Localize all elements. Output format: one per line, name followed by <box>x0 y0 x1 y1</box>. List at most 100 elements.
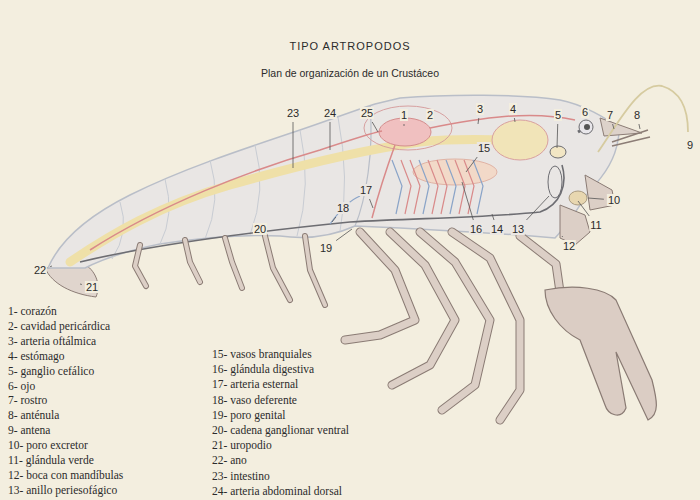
diagram-subtitle: Plan de organización de un Crustáceo <box>261 67 439 79</box>
callout-number: 12 <box>562 240 576 252</box>
drawing-part <box>90 131 382 250</box>
gill-filament <box>473 160 483 214</box>
key-entry: 21- uropodio <box>212 439 272 452</box>
callout-number: 4 <box>509 103 517 115</box>
leader-line <box>372 122 378 132</box>
leader-line <box>526 196 549 220</box>
key-entry: 19- poro genital <box>212 409 285 422</box>
leader-line <box>80 284 82 285</box>
drawing-part <box>364 106 452 150</box>
leader-line <box>588 198 604 199</box>
drawing-part <box>205 160 215 239</box>
leader-line <box>466 157 477 172</box>
leader-line <box>478 118 480 124</box>
leg-outline <box>520 236 560 292</box>
callout-number: 20 <box>253 223 267 235</box>
leg-outline <box>452 232 520 420</box>
leg <box>225 238 242 288</box>
key-entry: 4- estómago <box>8 350 65 363</box>
drawing-part <box>80 165 564 262</box>
callout-number: 5 <box>554 109 562 121</box>
key-entry: 16- glándula digestiva <box>212 363 314 376</box>
leader-line <box>404 124 405 126</box>
leg <box>520 236 560 292</box>
key-entry: 18- vaso deferente <box>212 394 297 407</box>
leader-line <box>578 201 589 216</box>
key-entry: 23- intestino <box>212 470 270 483</box>
body-outline <box>45 95 620 297</box>
diagram-title: TIPO ARTROPODOS <box>289 40 410 52</box>
drawing-part <box>355 106 371 226</box>
callout-number: 1 <box>400 109 408 121</box>
leg-outline <box>420 232 490 410</box>
leader-line <box>613 124 614 129</box>
leg-outline <box>225 238 242 288</box>
leg <box>452 232 520 420</box>
drawing-part <box>584 124 590 130</box>
leg <box>265 236 290 300</box>
leader-line <box>50 266 52 268</box>
drawing-part <box>379 118 431 146</box>
key-entry: 5- ganglio cefálico <box>8 365 94 378</box>
callout-number: 15 <box>477 142 491 154</box>
gill-filament <box>410 160 420 214</box>
key-entry: 24- arteria abdominal dorsal <box>212 485 342 498</box>
callout-number: 13 <box>511 223 525 235</box>
callout-number: 9 <box>686 139 694 151</box>
drawing-part <box>569 191 587 205</box>
leg <box>420 232 490 410</box>
legs <box>135 232 560 420</box>
key-entry: 1- corazón <box>8 305 57 318</box>
leader-line <box>293 122 294 168</box>
drawing-part <box>598 86 688 152</box>
callout-number: 21 <box>85 281 99 293</box>
key-entry: 12- boca con mandíbulas <box>8 469 123 482</box>
callout-number: 22 <box>33 264 47 276</box>
internal-organs <box>70 106 587 262</box>
gill-filament <box>419 160 429 214</box>
callout-number: 11 <box>589 219 602 231</box>
callout-number: 18 <box>336 202 350 214</box>
gill-filament <box>428 160 438 214</box>
leader-lines <box>50 118 640 284</box>
key-entry: 13- anillo periesofágico <box>8 484 117 497</box>
key-entry: 3- arteria oftálmica <box>8 335 96 348</box>
key-entry: 2- cavidad pericárdica <box>8 320 110 333</box>
key-entry: 20- cadena ganglionar ventral <box>212 424 349 437</box>
drawing-part <box>330 196 360 224</box>
key-entry: 22- ano <box>212 454 247 467</box>
leg-outline <box>185 240 200 282</box>
callout-number: 24 <box>323 107 337 119</box>
leader-line <box>639 124 640 129</box>
callout-number: 6 <box>581 106 589 118</box>
leader-line <box>557 124 559 148</box>
drawing-part <box>548 166 562 198</box>
callout-number: 10 <box>607 194 621 206</box>
leader-line <box>492 214 494 220</box>
callout-number: 17 <box>359 184 373 196</box>
gill-filament <box>446 160 456 214</box>
key-entry: 10- poro excretor <box>8 439 88 452</box>
key-entry: 17- arteria esternal <box>212 378 298 391</box>
callout-number: 2 <box>426 109 434 121</box>
leader-line <box>562 236 564 237</box>
callout-number: 25 <box>360 107 374 119</box>
drawing-part <box>250 145 260 235</box>
callout-number: 7 <box>606 109 614 121</box>
key-entry: 7- rostro <box>8 394 47 407</box>
key-entry: 8- anténula <box>8 409 59 422</box>
gill-filament <box>401 160 411 214</box>
drawing-part <box>492 120 548 160</box>
leader-line <box>462 182 473 220</box>
drawing-part <box>413 159 497 185</box>
key-entry: 9- antena <box>8 424 50 437</box>
callout-number: 16 <box>469 223 483 235</box>
gill-filament <box>392 160 402 214</box>
leg <box>185 240 200 282</box>
callout-number: 8 <box>633 109 641 121</box>
drawing-part <box>612 130 650 146</box>
leader-line <box>330 122 331 150</box>
key-entry: 15- vasos branquiales <box>212 348 312 361</box>
callout-number: 23 <box>286 107 300 119</box>
